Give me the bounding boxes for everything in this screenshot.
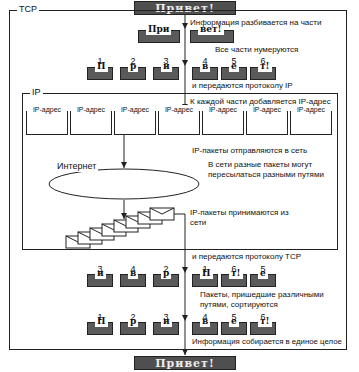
part-number: 1 [97,312,102,322]
message-fragment: в [192,322,218,335]
step-note: Информация собирается в единое целое [192,337,342,347]
node-text: IP-адрес [247,105,287,133]
node-text: IP-адрес [71,105,111,133]
ellipse-outline [48,168,200,200]
message-fragment: т! [221,274,247,287]
message-fragment: и [153,322,179,335]
message-fragment: е [221,322,247,335]
message-fragment: т! [250,322,276,335]
part-number: 6 [260,312,265,322]
node-text: IP-адрес [115,105,155,133]
part-number: 5 [231,312,236,322]
part-number: 4 [202,56,207,66]
node-text: Интернет [55,161,98,172]
part-number: 3 [163,312,168,322]
message-fragment: При [138,30,180,43]
step-note: Пакеты, пришедшие различными путями, сор… [200,290,340,310]
message-fragment: П [87,67,113,80]
arrow-head [182,315,188,321]
message-fragment: и [153,67,179,80]
step-note: IP-пакеты принимаются из сети [190,208,300,228]
message-banner: Привет! [134,1,236,15]
frame-title: IP [30,87,43,98]
message-banner: Привет! [134,356,236,370]
part-number: 1 [97,56,102,66]
node-text: IP-адрес [291,105,331,133]
message-fragment: р [153,274,179,287]
part-number: 4 [130,264,135,274]
message-fragment: в [192,67,218,80]
message-fragment: вет! [190,30,234,43]
part-number: 2 [163,264,168,274]
message-fragment: е [221,67,247,80]
arrow-head [182,23,188,29]
arrow-head [182,267,188,273]
part-number: 5 [231,56,236,66]
message-fragment: и [87,274,113,287]
node-text: При [146,24,171,35]
step-note: Все части нумеруются [215,45,298,55]
node-text: IP-адрес [27,105,67,133]
node-text: Привет! [155,2,215,15]
ip-packet: IP-адрес [290,111,332,135]
step-note: В сети разные пакеты могут пересылаться … [208,160,334,180]
ip-packet: IP-адрес [202,111,244,135]
part-number: 2 [130,56,135,66]
step-note: К каждой части добавляется IP-адрес [190,97,331,107]
part-number: 1 [202,264,207,274]
part-number: 5 [260,264,265,274]
part-number: 3 [163,56,168,66]
message-fragment: р [120,322,146,335]
part-number: 6 [231,264,236,274]
network-ellipse: Интернет [48,168,200,200]
message-fragment: П [192,274,218,287]
arrow-head [121,162,127,168]
step-note: и передаются протоколу TCP [192,252,301,262]
step-note: Информация разбивается на части [190,18,321,28]
message-fragment: т! [250,67,276,80]
packet-stack [66,208,174,248]
message-fragment: в [120,274,146,287]
arrow-head [182,60,188,66]
node-text: Привет! [155,357,215,370]
message-fragment: р [120,67,146,80]
ip-packet: IP-адрес [246,111,288,135]
part-number: 6 [260,56,265,66]
part-number: 2 [130,312,135,322]
message-fragment: П [87,322,113,335]
node-text: IP-адрес [159,105,199,133]
ip-packet: IP-адрес [70,111,112,135]
node-text: IP-адрес [203,105,243,133]
ip-packet: IP-адрес [26,111,68,135]
frame-title: TCP [17,4,39,15]
step-note: IP-пакеты отправляются в сеть [192,146,307,156]
step-note: и передаются протоколу IP [192,81,293,91]
message-fragment: е [250,274,276,287]
part-number: 3 [97,264,102,274]
ip-packet: IP-адрес [158,111,200,135]
part-number: 4 [202,312,207,322]
ip-packet: IP-адрес [114,111,156,135]
